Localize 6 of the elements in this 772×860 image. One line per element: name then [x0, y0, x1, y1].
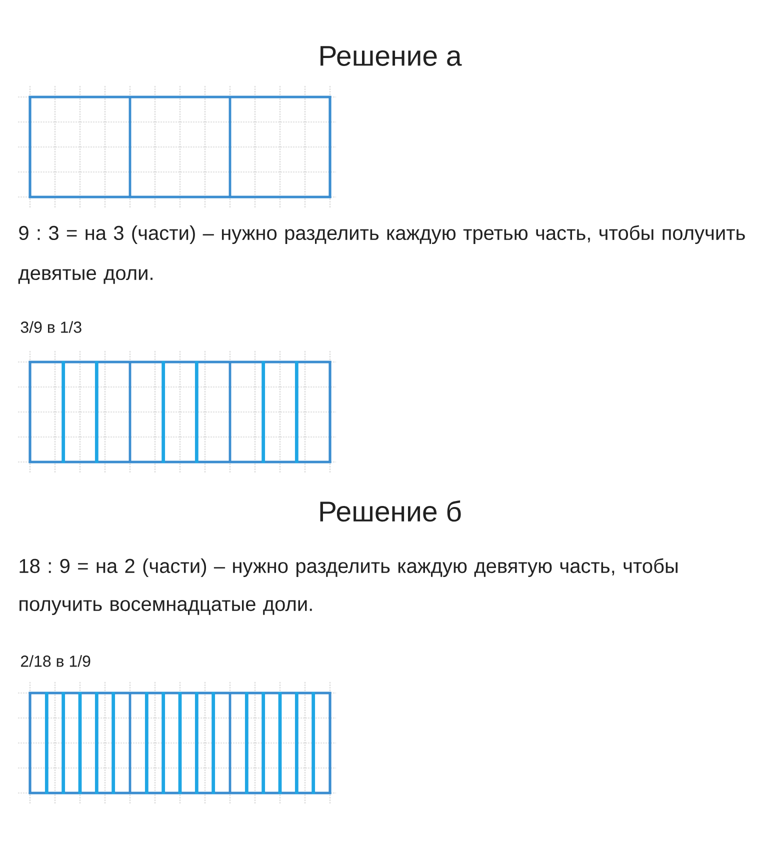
section-heading: Решение а — [320, 46, 462, 66]
solution-text: 9 : 3 = на 3 (части) – нужно разделить каждую третью часть, чтобы получить девятые доли. — [18, 225, 745, 284]
solution-text: 18 : 9 = на 2 (части) – нужно разделить каждую девятую часть, чтобы получить восемнадцатые доли. — [20, 558, 678, 616]
fraction-comparison: 2/18 в 1/9 — [21, 655, 90, 667]
section-heading: Решение б — [320, 500, 461, 522]
fraction-comparison: 3/9 в 1/3 — [20, 321, 82, 333]
